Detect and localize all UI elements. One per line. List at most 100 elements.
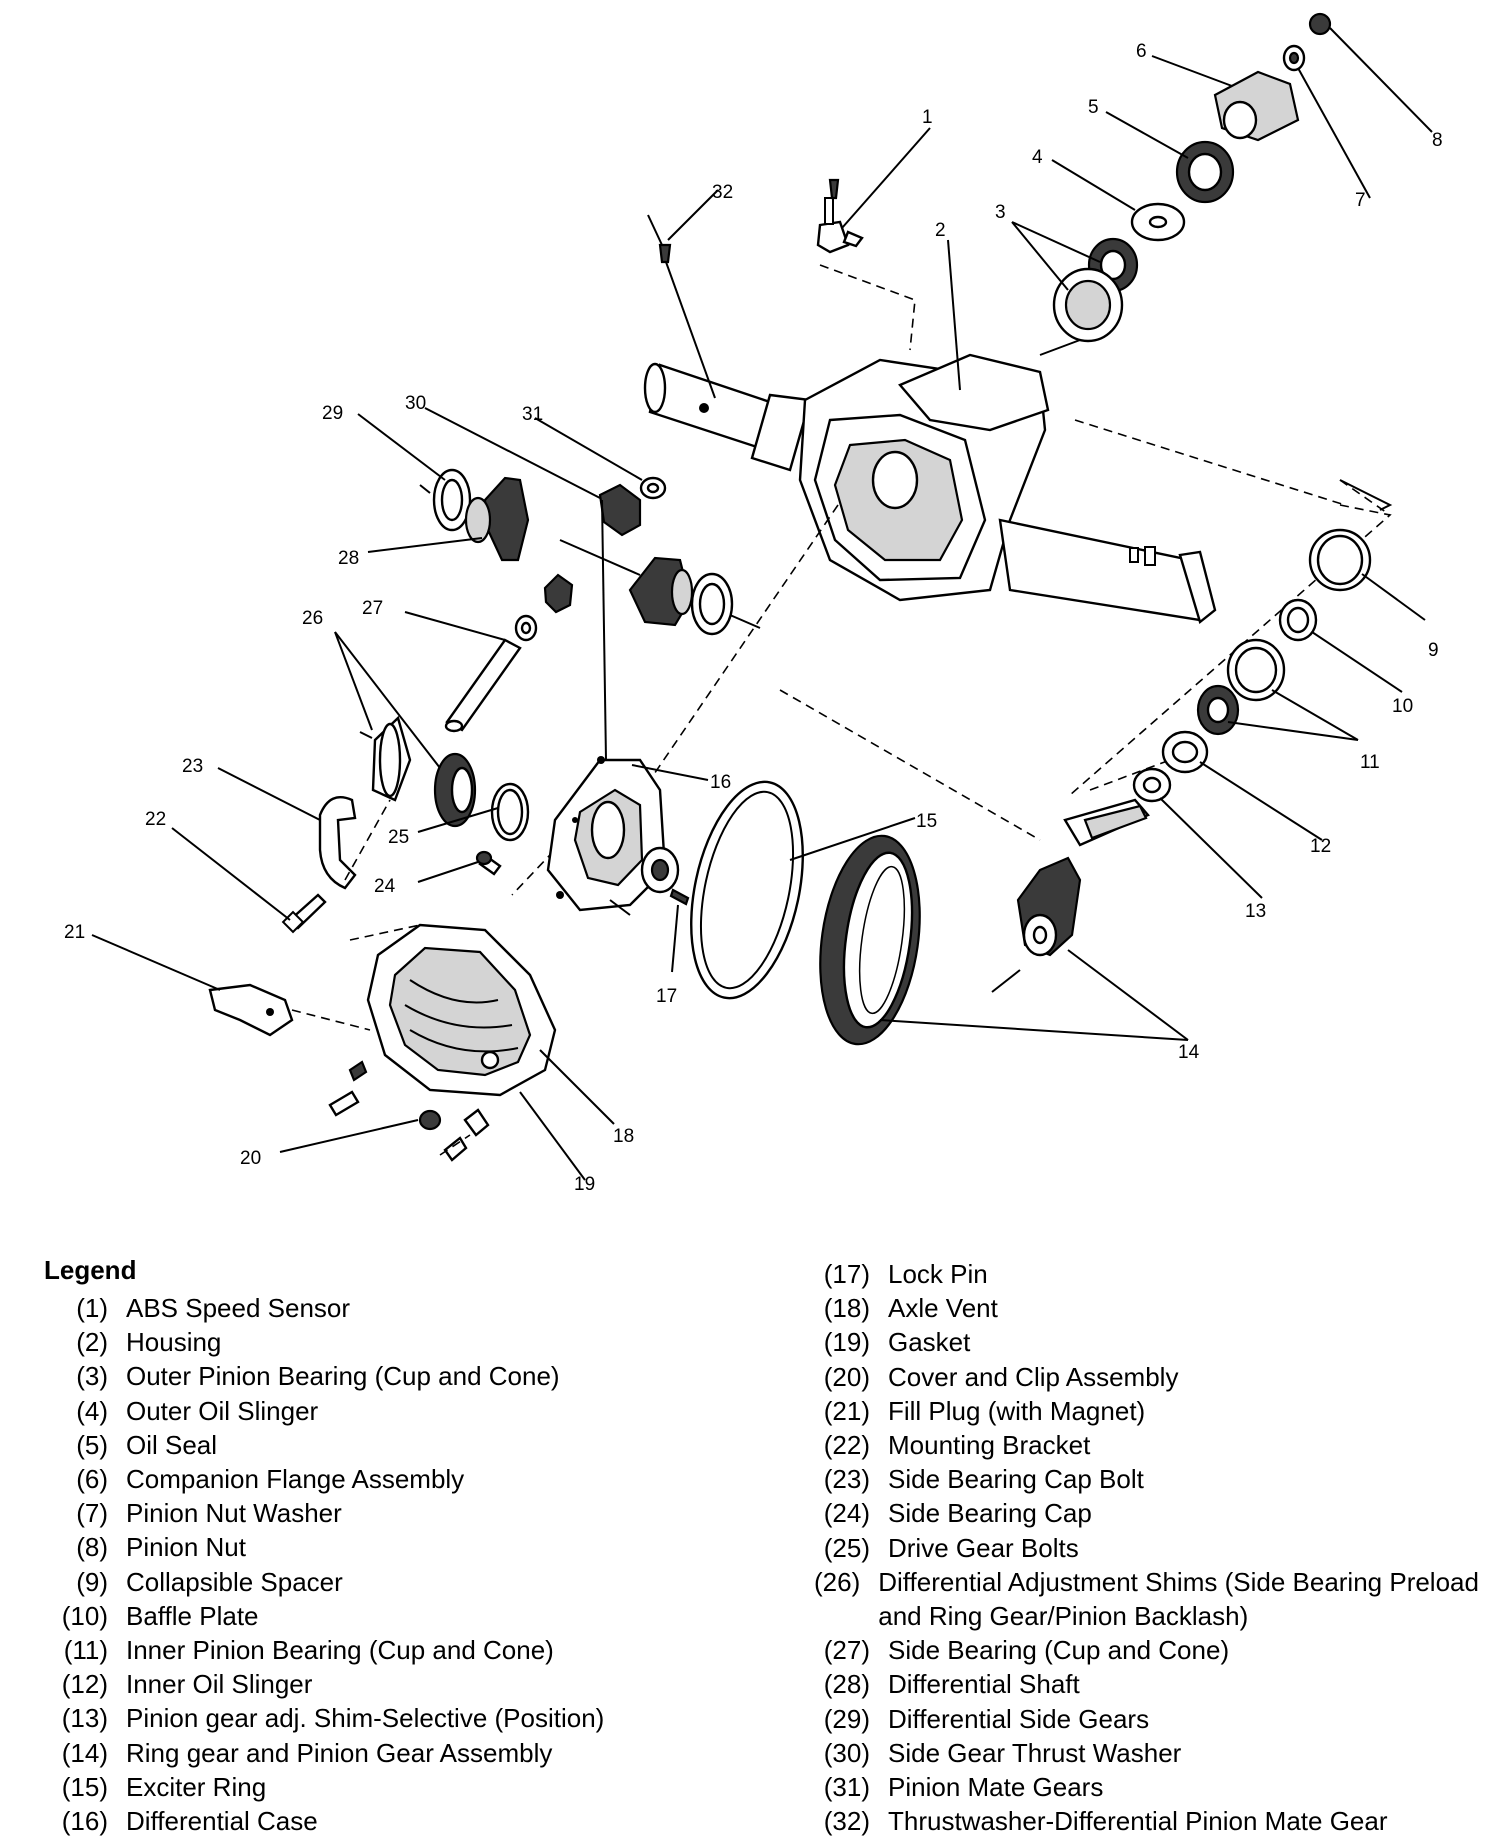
legend-item: (25) Drive Gear Bolts <box>814 1531 1504 1565</box>
legend-item-label: Axle Vent <box>888 1293 998 1324</box>
legend-item-label: Lock Pin <box>888 1259 988 1289</box>
legend-item: (1) ABS Speed Sensor <box>52 1291 604 1325</box>
legend-item-number: (11) <box>63 1635 108 1666</box>
differential-gears <box>419 468 761 733</box>
legend-item-number: (27) <box>823 1635 870 1666</box>
legend-item: (20)Cover and Clip Assembly <box>814 1360 1504 1394</box>
legend-item: (28)Differential Shaft <box>814 1667 1504 1701</box>
callout-27: 27 <box>362 598 383 619</box>
legend-item-number: (7) <box>76 1498 108 1529</box>
legend-item-label: Outer Oil Slinger <box>126 1395 319 1426</box>
callout-23: 23 <box>182 756 203 777</box>
legend-item-number: (14) <box>61 1737 108 1768</box>
legend-item-label: Side Bearing (Cup and Cone) <box>888 1635 1230 1666</box>
legend-item-label: Thrustwasher-Differential Pinion Mate Ge… <box>888 1806 1388 1837</box>
legend-item: (13) Pinion gear adj. Shim-Selective (Pos… <box>52 1701 605 1735</box>
legend-item-label: Inner Pinion Bearing (Cup and Cone) <box>126 1635 554 1666</box>
legend-item-number: (25) <box>823 1532 870 1563</box>
legend-item-label: Differential Adjustment Shims (Side Bear… <box>878 1566 1479 1632</box>
legend-item-label: Side Bearing Cap Bolt <box>888 1464 1144 1495</box>
legend-item-number: (10) <box>61 1600 108 1631</box>
legend-item-label: Pinion gear adj. Shim-Selective (Positio… <box>126 1703 605 1734</box>
legend-item: (4)Outer Oil Slinger <box>52 1394 604 1428</box>
legend-item: (8) Pinion Nut <box>52 1530 604 1564</box>
callout-18: 18 <box>613 1126 634 1147</box>
ring-gear-part <box>819 834 921 1046</box>
legend-item-label: Pinion Nut <box>126 1532 246 1563</box>
legend-column-right: (17)Lock Pin (18)Axle Vent (19)Gasket (2… <box>814 1257 1504 1838</box>
legend-item: (26) Differential Adjustment Shims (Side … <box>814 1565 1504 1633</box>
callout-20: 20 <box>240 1148 261 1169</box>
callout-31: 31 <box>522 404 543 425</box>
legend-item-number: (24) <box>823 1498 870 1529</box>
legend-item-label: Gasket <box>888 1327 971 1358</box>
legend-item-number: (8) <box>76 1532 108 1563</box>
legend-item-label: Collapsible Spacer <box>126 1566 343 1597</box>
legend-item: (3) Outer Pinion Bearing (Cup and Cone) <box>52 1359 604 1393</box>
legend-item-number: (30) <box>823 1737 870 1768</box>
legend-item-label: Outer Pinion Bearing (Cup and Cone) <box>126 1361 560 1392</box>
legend-item-number: (2) <box>76 1327 108 1358</box>
legend-item: (7) Pinion Nut Washer <box>52 1496 604 1530</box>
legend-item: (19)Gasket <box>814 1325 1504 1359</box>
leader-lines <box>91 27 1433 1181</box>
legend-item-number: (1) <box>76 1293 108 1323</box>
legend-item-number: (9) <box>76 1566 108 1597</box>
legend-item-label: Cover and Clip Assembly <box>888 1361 1179 1392</box>
legend-item-label: Fill Plug (with Magnet) <box>888 1395 1146 1426</box>
lock-pin-part <box>669 888 690 906</box>
callout-14: 14 <box>1178 1042 1200 1063</box>
callout-5: 5 <box>1088 97 1099 118</box>
callout-15: 15 <box>916 811 937 832</box>
legend: Legend (1)ABS Speed Sensor (2)Housing (3… <box>0 1255 1504 1836</box>
legend-item-label: Mounting Bracket <box>888 1430 1091 1461</box>
legend-item: (27) Side Bearing (Cup and Cone) <box>814 1633 1504 1667</box>
legend-item-number: (26) <box>814 1566 861 1597</box>
legend-item-label: Drive Gear Bolts <box>888 1532 1079 1563</box>
legend-item-number: (23) <box>823 1464 870 1495</box>
legend-item: (6)Companion Flange Assembly <box>52 1462 604 1496</box>
pinion-nut-part <box>1308 12 1332 36</box>
legend-item-label: Companion Flange Assembly <box>126 1464 465 1495</box>
callout-10: 10 <box>1392 696 1413 717</box>
legend-item-label: Ring gear and Pinion Gear Assembly <box>126 1737 553 1768</box>
callout-17: 17 <box>656 986 677 1007</box>
callout-8: 8 <box>1432 130 1443 151</box>
legend-item: (23) Side Bearing Cap Bolt <box>814 1462 1504 1496</box>
legend-item-label: Pinion Nut Washer <box>126 1498 342 1529</box>
callout-30: 30 <box>405 393 426 414</box>
legend-item: (31)Pinion Mate Gears <box>814 1770 1504 1804</box>
legend-item-label: Differential Side Gears <box>888 1703 1150 1734</box>
legend-item-number: (3) <box>76 1361 108 1392</box>
callout-28: 28 <box>338 548 359 569</box>
legend-title: Legend <box>44 1255 137 1285</box>
legend-item: (15)Exciter Ring <box>52 1770 604 1804</box>
legend-item: (5)Oil Seal <box>52 1428 604 1462</box>
thrustwasher-pin-part <box>647 214 716 399</box>
legend-item: (10)Baffle Plate <box>52 1599 604 1633</box>
legend-item-label: Exciter Ring <box>126 1771 267 1802</box>
callout-16: 16 <box>710 772 731 793</box>
legend-item-label: Oil Seal <box>126 1429 218 1460</box>
pinion-side-parts <box>1039 12 1332 356</box>
legend-item-number: (28) <box>823 1669 870 1700</box>
callout-26: 26 <box>302 608 323 629</box>
legend-item-number: (31) <box>823 1772 870 1803</box>
legend-item-number: (13) <box>61 1703 108 1734</box>
legend-item-label: ABS Speed Sensor <box>126 1293 351 1323</box>
exciter-ring-part <box>690 780 804 1000</box>
legend-item-number: (12) <box>61 1669 108 1700</box>
cover-parts <box>208 923 557 1162</box>
legend-item: (29)Differential Side Gears <box>814 1702 1504 1736</box>
legend-item-label: Side Bearing Cap <box>888 1498 1092 1529</box>
callout-9: 9 <box>1428 640 1439 661</box>
callout-32: 32 <box>712 182 733 203</box>
side-bearing-parts <box>281 715 530 934</box>
legend-item-number: (22) <box>823 1430 870 1461</box>
legend-item-number: (21) <box>823 1395 870 1426</box>
exploded-axle-diagram: 1 2 3 4 5 6 7 8 9 10 11 12 13 14 15 16 1… <box>64 12 1443 1195</box>
legend-item: (9) Collapsible Spacer <box>52 1565 604 1599</box>
callout-7: 7 <box>1355 190 1366 211</box>
legend-item: (18)Axle Vent <box>814 1291 1504 1325</box>
legend-item-label: Differential Case <box>126 1806 318 1837</box>
